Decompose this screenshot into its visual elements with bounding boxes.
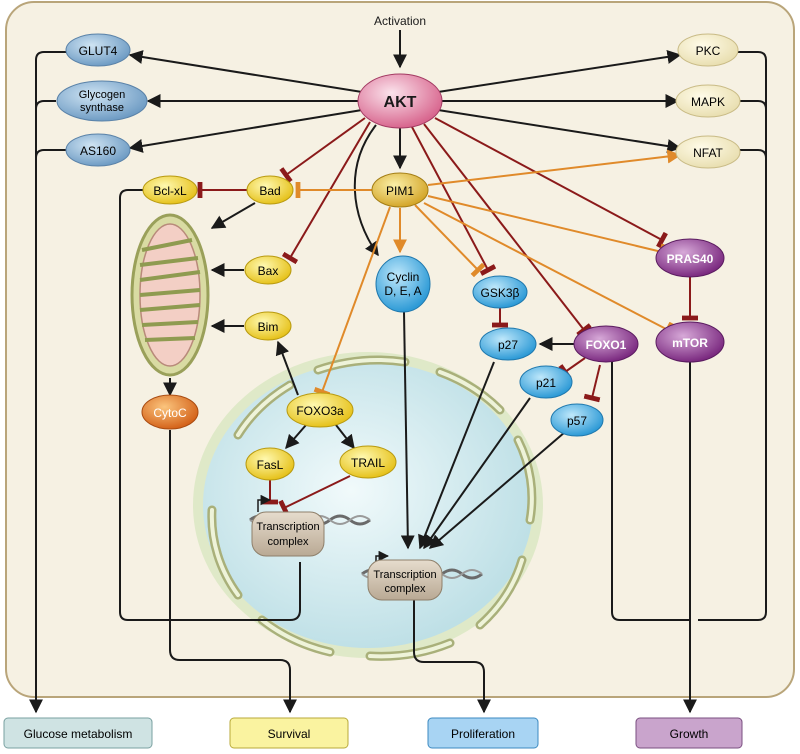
node-pkc xyxy=(677,33,739,67)
node-foxo1 xyxy=(573,325,639,363)
outcome-growth-label: Growth xyxy=(670,727,709,741)
node-akt-label: AKT xyxy=(384,94,417,111)
node-mtor xyxy=(655,321,725,363)
node-cyclin-label-1: Cyclin xyxy=(387,270,420,284)
node-glycogen-synthase xyxy=(56,80,148,122)
edge-survival-collect xyxy=(119,189,301,621)
edge-akt-nfat xyxy=(437,109,682,153)
edge-akt-as160 xyxy=(128,109,363,153)
outcome-proliferation-label: Proliferation xyxy=(451,727,515,741)
edge-akt-pras40 xyxy=(434,117,668,249)
edge-pim1-mtor xyxy=(423,202,674,339)
edge-pim1-foxo3a xyxy=(313,206,391,398)
node-bax xyxy=(244,255,292,285)
node-p21-label: p21 xyxy=(536,376,556,390)
node-as160 xyxy=(65,133,131,167)
node-p27-label: p27 xyxy=(498,338,518,352)
node-bcl-xl-label: Bcl-xL xyxy=(153,184,187,198)
node-cyclin xyxy=(375,255,431,313)
edge-akt-bad xyxy=(279,117,366,183)
node-pim1-label: PIM1 xyxy=(386,184,414,198)
node-p21 xyxy=(519,365,573,399)
node-gsk3b xyxy=(472,275,528,309)
node-foxo3a-label: FOXO3a xyxy=(296,404,344,418)
node-glycogen-synthase-label-2: synthase xyxy=(80,102,124,114)
nucleus xyxy=(193,352,543,661)
node-cyclin-label-2: D, E, A xyxy=(384,284,421,298)
node-p57-label: p57 xyxy=(567,414,587,428)
tc2-label-2: complex xyxy=(385,583,426,595)
edge-trail-tc1 xyxy=(278,475,351,517)
edge-proliferation-collect xyxy=(413,600,491,714)
node-fasl xyxy=(245,447,295,481)
outcome-growth xyxy=(635,717,743,749)
tc1-label-2: complex xyxy=(268,536,309,548)
node-mapk xyxy=(675,84,741,118)
node-as160-label: AS160 xyxy=(80,144,116,158)
node-trail-label: TRAIL xyxy=(351,456,385,470)
node-bad xyxy=(246,175,294,205)
activation-label: Activation xyxy=(374,14,426,28)
mitochondrion-icon xyxy=(130,213,210,377)
node-bim-label: Bim xyxy=(258,320,279,334)
transcription-complex-2: Transcription complex xyxy=(361,550,483,601)
node-p27 xyxy=(479,327,537,361)
edge-akt-pkc xyxy=(437,49,682,93)
edge-cyclin-tc2 xyxy=(400,311,415,550)
outcome-survival-label: Survival xyxy=(268,727,311,741)
node-nfat xyxy=(675,135,741,169)
edge-akt-foxo1 xyxy=(423,123,592,337)
edge-foxo1-p57 xyxy=(583,364,601,403)
edge-foxo3a-trail xyxy=(335,424,355,450)
outcome-glucose-metabolism xyxy=(3,717,153,749)
node-fasl-label: FasL xyxy=(257,458,284,472)
edge-glucose-collect xyxy=(29,51,70,714)
node-nfat-label: NFAT xyxy=(693,146,723,160)
node-bcl-xl xyxy=(142,175,198,205)
node-pras40 xyxy=(655,238,725,278)
node-glut4 xyxy=(65,33,131,67)
edge-pim1-nfat xyxy=(427,149,682,186)
node-foxo1-label: FOXO1 xyxy=(586,338,627,352)
edge-foxo3a-bim xyxy=(275,340,299,396)
node-pras40-label: PRAS40 xyxy=(667,252,714,266)
node-mtor-label: mTOR xyxy=(672,336,708,350)
outcome-glucose-metabolism-label: Glucose metabolism xyxy=(24,727,133,741)
node-bax-label: Bax xyxy=(258,264,279,278)
node-bim xyxy=(244,311,292,341)
node-pim1 xyxy=(371,172,429,208)
edge-growth-collect xyxy=(698,51,767,621)
edge-p27-tc2 xyxy=(418,361,495,550)
node-glycogen-synthase-label-1: Glycogen xyxy=(79,89,125,101)
node-cytoc xyxy=(141,394,199,430)
edge-bad-mito xyxy=(210,202,256,229)
edge-akt-gsk3b xyxy=(411,126,497,276)
node-trail xyxy=(339,445,397,479)
node-mapk-label: MAPK xyxy=(691,95,725,109)
node-gsk3b-label: GSK3β xyxy=(481,286,520,300)
tc2-label-1: Transcription xyxy=(373,569,436,581)
transcription-complex-1: Transcription complex xyxy=(249,494,371,557)
outcome-survival xyxy=(229,717,349,749)
node-p57 xyxy=(550,403,604,437)
node-pkc-label: PKC xyxy=(696,44,721,58)
node-foxo3a xyxy=(286,392,354,428)
edge-foxo1-p21 xyxy=(558,357,586,380)
node-bad-label: Bad xyxy=(259,184,280,198)
outcome-proliferation xyxy=(427,717,539,749)
edge-pim1-gsk3b xyxy=(414,204,486,278)
node-akt xyxy=(357,73,443,129)
edge-foxo3a-fasl xyxy=(285,424,307,450)
edge-p21-tc2 xyxy=(423,397,531,550)
node-glut4-label: GLUT4 xyxy=(79,44,118,58)
edge-pim1-pras40 xyxy=(427,195,667,261)
tc1-label-1: Transcription xyxy=(256,521,319,533)
edge-akt-glut4 xyxy=(128,50,363,93)
node-cytoc-label: CytoC xyxy=(153,406,187,420)
edge-p57-tc2 xyxy=(428,431,566,549)
